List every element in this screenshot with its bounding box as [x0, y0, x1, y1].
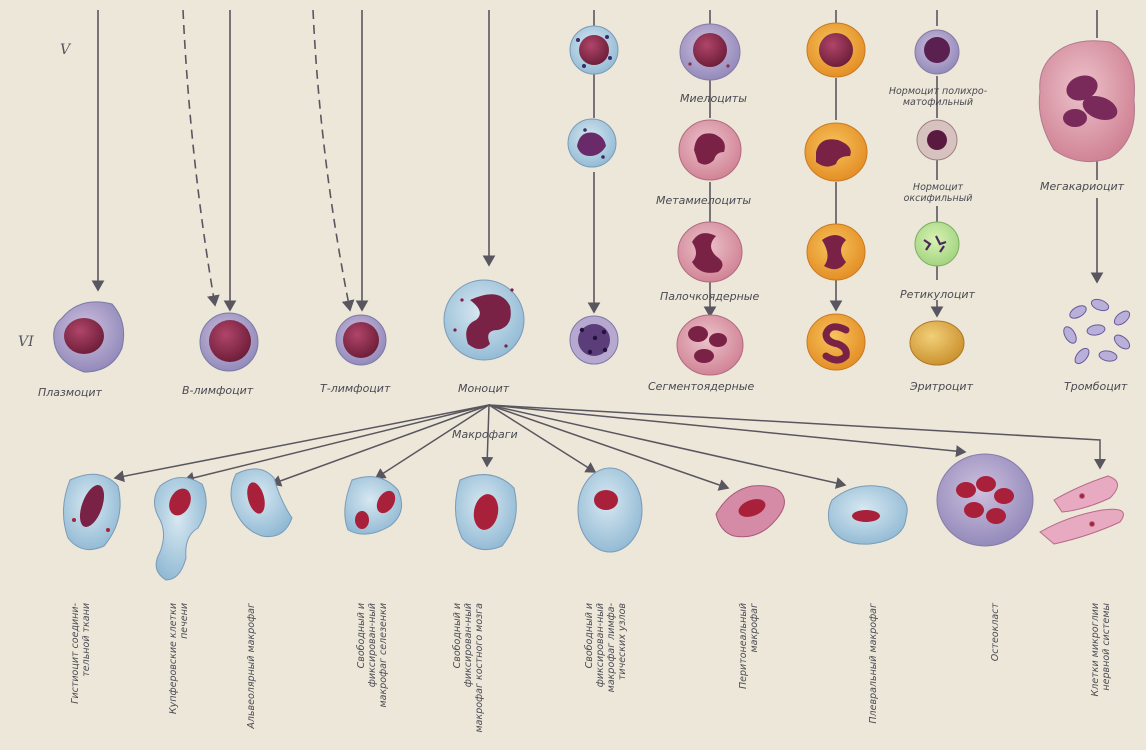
- macrophage-kupffer: [154, 477, 206, 580]
- macrophage-lymph-nodes: [578, 468, 642, 552]
- plasmocyte-cell: [54, 302, 124, 372]
- stage-vi-label: VI: [18, 334, 34, 350]
- osteoclast: [937, 454, 1033, 546]
- macrophage-type-label: Клетки микроглии нервной системы: [1090, 603, 1112, 735]
- macrophage-type-label: Купферовские клетки печени: [168, 603, 190, 735]
- monocyte-label: Моноцит: [458, 382, 509, 395]
- monocyte-cell: [444, 280, 524, 360]
- band-label: Палочкоядерные: [660, 290, 759, 303]
- macrophage-histiocyte: [63, 474, 120, 549]
- normocyte-polychromatophilic-label: Нормоцит полихро-матофильный: [878, 86, 998, 108]
- normocyte-oxyphilic-label: Нормоцит оксифильный: [890, 182, 986, 204]
- reticulocyte-label: Ретикулоцит: [900, 288, 975, 301]
- macrophage-type-label: Гистиоцит соедини-тельной ткани: [70, 603, 92, 735]
- basophil-myelocyte: [570, 26, 618, 74]
- macrophage-type-label: Перитонеальный макрофаг: [738, 603, 760, 735]
- t-lymphocyte-label: Т-лимфоцит: [320, 382, 390, 395]
- reticulocyte: [915, 222, 959, 266]
- macrophage-bone-marrow: [455, 475, 516, 550]
- macrophages-label: Макрофаги: [452, 428, 518, 441]
- neutrophil-segmented: [677, 315, 743, 375]
- t-lymphocyte-cell: [336, 315, 386, 365]
- macrophage-type-label: Плевральный макрофаг: [868, 603, 879, 735]
- b-lymphocyte-label: В-лимфоцит: [182, 384, 253, 397]
- microglia: [1040, 476, 1123, 544]
- macrophage-type-label: Остеокласт: [990, 603, 1001, 735]
- macrophage-type-label: Свободный и фиксирован-ный макрофаг селе…: [356, 603, 389, 735]
- neutrophil-band: [678, 222, 742, 282]
- erythrocyte-label: Эритроцит: [910, 380, 973, 393]
- eosinophil-myelocyte: [807, 23, 865, 77]
- normocyte-oxyphilic: [917, 120, 957, 160]
- macrophage-spleen: [345, 477, 402, 535]
- macrophage-pleural: [828, 486, 907, 544]
- neutrophil-myelocyte: [680, 24, 740, 80]
- eosinophil-band: [807, 224, 865, 280]
- segmented-label: Сегментоядерные: [648, 380, 754, 393]
- plasmocyte-label: Плазмоцит: [38, 386, 102, 399]
- b-lymphocyte-cell: [200, 313, 258, 371]
- megakaryocyte: [1039, 41, 1134, 162]
- macrophage-alveolar: [231, 469, 292, 537]
- megakaryocyte-label: Мегакариоцит: [1040, 180, 1124, 193]
- basophil-metamyelocyte: [568, 119, 616, 167]
- normocyte-polychromatophilic: [915, 30, 959, 74]
- thrombocytes: [1061, 297, 1132, 366]
- stage-v-label: V: [60, 42, 70, 58]
- macrophage-type-label: Свободный и фиксирован-ный макрофаг лимф…: [584, 603, 628, 735]
- erythrocyte: [910, 321, 964, 365]
- neutrophil-metamyelocyte: [679, 120, 741, 180]
- metamyelocytes-label: Метамиелоциты: [656, 194, 751, 207]
- macrophage-type-label: Свободный и фиксирован-ный макрофаг кост…: [452, 603, 485, 735]
- eosinophil-metamyelocyte: [805, 123, 867, 181]
- macrophage-type-label: Альвеолярный макрофаг: [246, 603, 257, 735]
- thrombocyte-label: Тромбоцит: [1064, 380, 1127, 393]
- basophil-segmented: [570, 316, 618, 364]
- macrophage-peritoneal: [716, 486, 784, 537]
- eosinophil-segmented: [807, 314, 865, 370]
- myelocytes-label: Миелоциты: [680, 92, 747, 105]
